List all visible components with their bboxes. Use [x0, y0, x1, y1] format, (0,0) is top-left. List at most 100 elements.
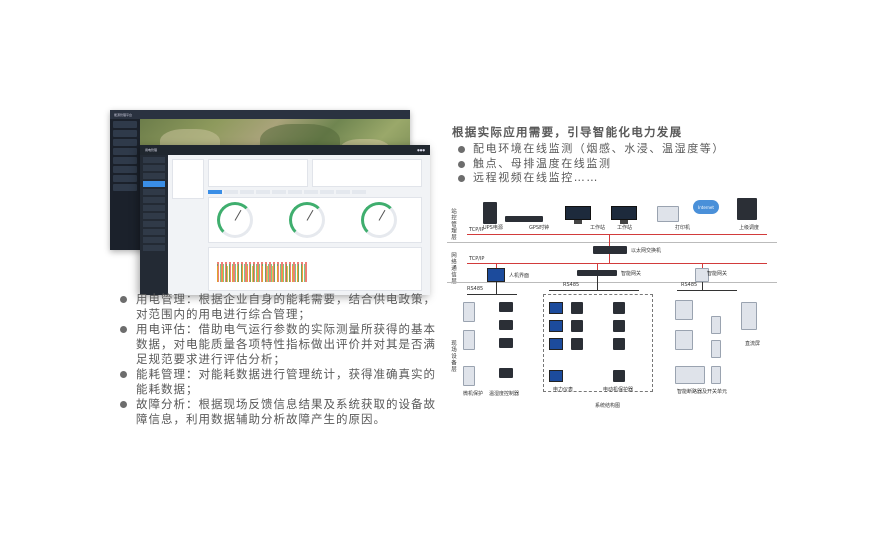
rs485-bus [549, 290, 639, 291]
bullet-icon [458, 146, 465, 153]
gps-clock-icon [505, 216, 543, 222]
system-diagram: 站控管理层 网络通信层 现场设备层 UPS电源 GPS时钟 工作站 工作站 打印… [445, 190, 780, 420]
info-panel [208, 159, 308, 187]
layer-station-label: 站控管理层 [450, 208, 456, 241]
gateway-icon [695, 268, 709, 282]
switch-label: 以太网交换机 [631, 248, 662, 254]
ups-label: UPS电源 [483, 225, 503, 231]
dashboard-main [168, 155, 430, 295]
feature-item: 用电评估：借助电气运行参数的实际测量所获得的基本数据，对电能质量各项特性指标做出… [118, 322, 440, 367]
dashboard-tabs [208, 190, 366, 194]
gateway-link [597, 263, 598, 270]
breaker-icon [675, 300, 693, 320]
internet-cloud-icon: Internet [693, 200, 719, 214]
temp-humid-label: 温湿度控制器 [489, 391, 520, 397]
gateway-label: 智能网关 [621, 271, 642, 277]
ups-icon [483, 202, 497, 224]
temp-controller-icon [499, 302, 513, 312]
switch-unit-icon [711, 316, 721, 334]
map-window-sidebar [110, 119, 140, 250]
gateway-icon [577, 270, 617, 276]
monitoring-item: 触点、母排温度在线监测 [458, 157, 725, 172]
power-meter-icon [549, 302, 563, 314]
trend-chart [217, 258, 307, 286]
rs485-drop [496, 282, 497, 294]
printer-icon [657, 206, 679, 222]
bullet-icon [458, 160, 465, 168]
temp-controller-icon [499, 320, 513, 330]
power-meter-icon [549, 320, 563, 332]
feature-item: 能耗管理：对能耗数据进行管理统计，获得准确真实的能耗数据； [118, 367, 440, 397]
motor-protector-icon [613, 320, 625, 332]
workstation-label: 工作站 [617, 225, 633, 231]
map-window-title: 能源管理平台 [114, 112, 133, 117]
tree-panel [172, 159, 204, 199]
hmi-link [496, 263, 497, 268]
layer-field-label: 现场设备层 [450, 340, 456, 373]
tcpip-bus-line [467, 234, 767, 235]
gateway-link [702, 263, 703, 268]
gauge-2 [289, 202, 325, 238]
section-heading: 根据实际应用需要，引导智能化电力发展 [452, 125, 683, 139]
feature-list: 用电管理：根据企业自身的能耗需要，结合供电政策，对范围内的用电进行综合管理； 用… [118, 292, 440, 427]
dashboard-titlebar: 用电管理 ●●● [140, 145, 430, 155]
breaker-icon [675, 366, 705, 384]
dashboard-sidebar [140, 155, 168, 295]
switch-uplink [609, 234, 610, 246]
motor-protector-icon [613, 302, 625, 314]
gauge-panel [208, 197, 422, 243]
switch-unit-icon [711, 366, 721, 384]
relay-protection-icon [463, 302, 475, 322]
tcpip-bus-line-2 [467, 263, 767, 264]
workstation-icon [611, 206, 637, 224]
relay-protection-icon [463, 330, 475, 350]
motor-protector-icon [613, 338, 625, 350]
workstation-icon [565, 206, 591, 224]
protocol-label: TCP/IP [469, 256, 485, 262]
rs485-drop [597, 276, 598, 290]
protocol-label: RS485 [681, 282, 698, 288]
rs485-drop [702, 282, 703, 290]
map-window-titlebar: 能源管理平台 [110, 110, 410, 119]
hmi-icon [487, 268, 505, 282]
monitoring-list: 配电环境在线监测（烟感、水浸、温湿度等） 触点、母排温度在线监测 远程视频在线监… [458, 142, 725, 186]
meter-icon [571, 302, 583, 314]
layer-divider [447, 242, 777, 243]
meter-label: 电力仪表 [553, 387, 574, 393]
gateway-label: 智能网关 [707, 271, 728, 277]
bullet-icon [120, 296, 127, 303]
bullet-icon [120, 371, 127, 378]
monitoring-item: 远程视频在线监控…… [458, 171, 725, 186]
bullet-icon [120, 401, 127, 408]
device-group-box [543, 294, 653, 392]
protocol-label: RS485 [563, 282, 580, 288]
bullet-icon [120, 326, 127, 333]
ethernet-switch-icon [593, 246, 627, 254]
layer-divider [447, 282, 777, 283]
dc-panel-icon [741, 302, 757, 330]
switch-unit-icon [711, 340, 721, 358]
power-meter-icon [549, 370, 563, 382]
hmi-label: 人机界面 [509, 273, 530, 279]
rs485-bus [677, 290, 737, 291]
feature-item: 故障分析：根据现场反馈信息结果及系统获取的设备故障信息，利用数据辅助分析故障产生… [118, 397, 440, 427]
trend-panel [208, 247, 422, 291]
meter-icon [571, 338, 583, 350]
power-meter-icon [549, 338, 563, 350]
protocol-label: RS485 [467, 286, 484, 292]
info-panel-2 [312, 159, 422, 187]
upper-dispatch-label: 上级调度 [739, 225, 760, 231]
protocol-label: TCP/IP [469, 227, 485, 233]
meter-icon [571, 320, 583, 332]
dashboard-window: 用电管理 ●●● [140, 145, 430, 295]
breaker-icon [675, 330, 693, 350]
rs485-bus [467, 294, 517, 295]
feature-item: 用电管理：根据企业自身的能耗需要，结合供电政策，对范围内的用电进行综合管理； [118, 292, 440, 322]
bullet-icon [458, 175, 465, 182]
gauge-1 [217, 202, 253, 238]
temp-controller-icon [499, 368, 513, 378]
motor-protector-icon [613, 370, 625, 382]
relay-label: 微机保护 [463, 391, 484, 397]
gauge-3 [361, 202, 397, 238]
switch-downlink [609, 254, 610, 263]
